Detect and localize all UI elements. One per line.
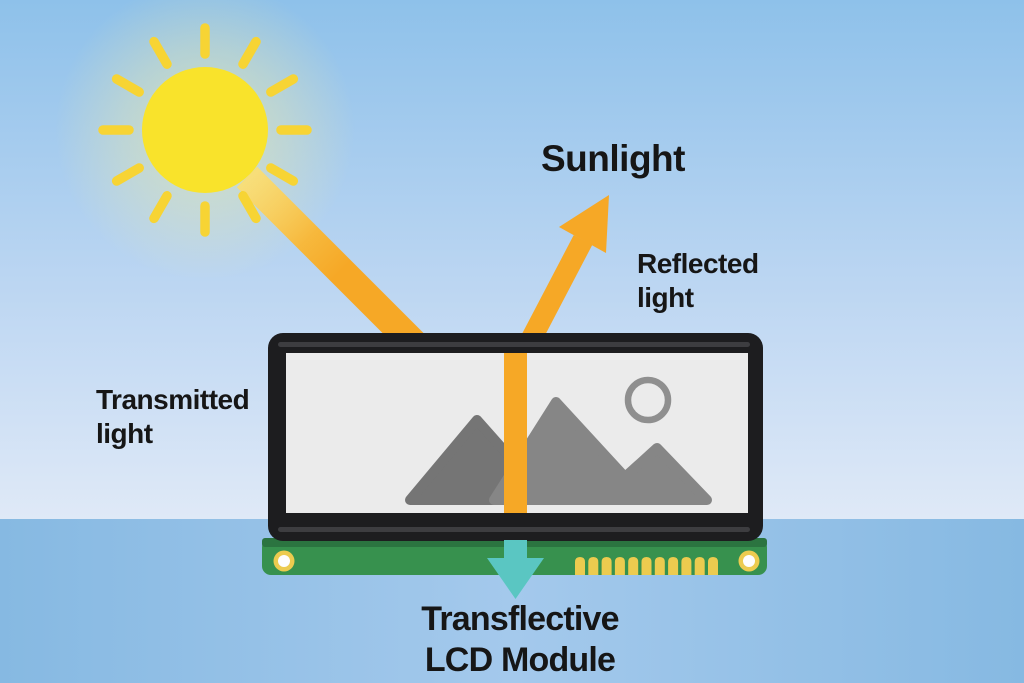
arrow-up-right-icon [517,195,609,352]
reflected-arrow-head [559,195,609,253]
sun-rays [98,23,312,237]
lcd-module [268,333,763,541]
label-module-caption: Transflective LCD Module [421,600,619,679]
pcb-pin [588,557,599,575]
module-bezel-stripe-top [278,342,750,347]
arrow-down-icon [487,540,544,599]
label-transmitted-light: Transmitted light [96,384,250,449]
reflected-arrow-shaft [517,235,593,352]
label-reflected-light: Reflected light [637,248,759,313]
transmitted-beam [504,353,527,513]
pcb-pin [601,557,612,575]
image-sun-circle [624,376,672,424]
sun-icon [55,0,355,280]
pcb-pin [708,557,718,575]
sun-ray [149,191,172,224]
pcb-pin [694,557,705,575]
pcb-pin [614,557,625,575]
label-sunlight: Sunlight [541,138,685,179]
mounting-hole-right [738,550,760,572]
pcb-pins [575,557,718,575]
sun-ray [238,36,261,69]
sun-ray [111,74,144,97]
sun-ray [266,163,299,186]
sun-ray [238,191,261,224]
image-placeholder-icon [405,376,712,505]
sun-ray [111,163,144,186]
pcb-pin [654,557,665,575]
sun-ray [266,74,299,97]
module-bezel-stripe-bottom [278,527,750,532]
pcb-pin [668,557,679,575]
pcb-pin [681,557,692,575]
pcb-pin [628,557,639,575]
mounting-hole-left [273,550,295,572]
pcb-pin [575,557,585,575]
sun-ray [149,36,172,69]
mountain-right [489,397,712,505]
sun-core [142,67,268,193]
pcb-pin [641,557,652,575]
